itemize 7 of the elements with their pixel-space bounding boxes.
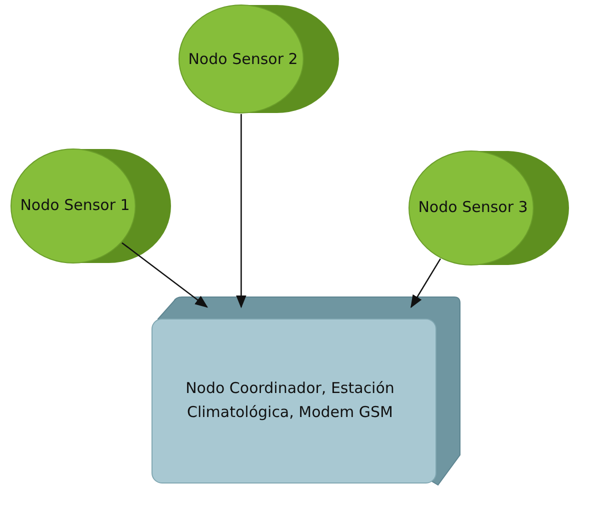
- arrow: [410, 258, 442, 308]
- node-label: Nodo Coordinador, Estación Climatológica, Modem GSM: [184, 378, 396, 423]
- node-label: Nodo Sensor 2: [188, 49, 298, 70]
- arrow: [122, 242, 208, 308]
- arrow: [236, 114, 246, 308]
- node-label: Nodo Sensor 3: [418, 197, 528, 218]
- node-label: Nodo Sensor 1: [20, 195, 130, 216]
